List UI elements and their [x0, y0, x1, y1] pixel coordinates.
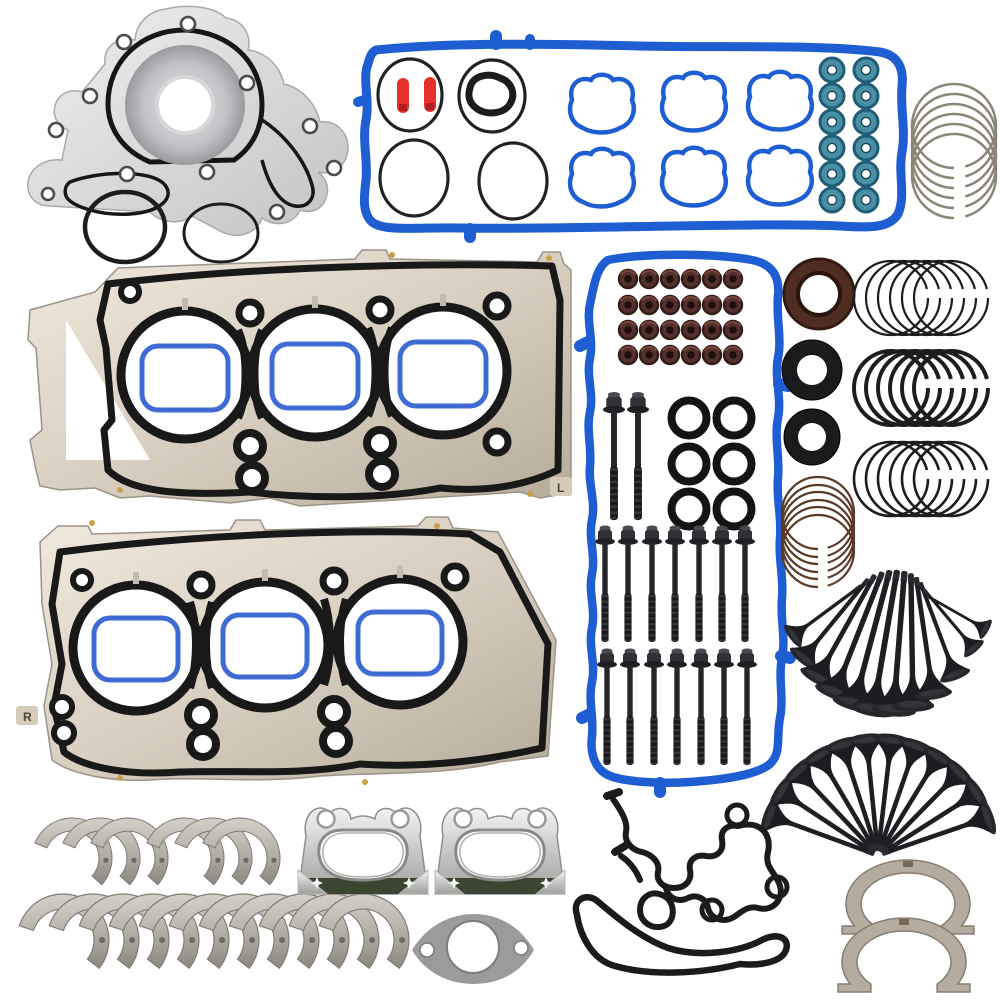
intake-port-gaskets: [567, 69, 815, 209]
alignment-dowels: [397, 77, 436, 113]
rivets: [117, 252, 552, 497]
head-gasket-left-marking: L: [557, 481, 564, 495]
shaft-seals-black: [781, 339, 843, 466]
bolt-holes: [40, 15, 343, 221]
camshaft-seal-brown: [782, 257, 856, 331]
piston-rings-grey: [910, 82, 998, 220]
cam-bore-o-rings: [376, 57, 549, 221]
oil-pan-rubber-gasket: [572, 894, 790, 976]
combustion-seal-rings: [139, 339, 489, 413]
oval-flange-gasket: [412, 914, 534, 984]
valve-cover-gasket-top: [353, 30, 908, 243]
water-pump-gasket: [27, 5, 349, 236]
crank-o-rings: [667, 396, 756, 531]
o-ring: [82, 189, 260, 265]
head-gasket-right: R: [16, 516, 557, 785]
head-gasket-left: L: [27, 249, 572, 507]
piston-rings-brown: [780, 475, 856, 589]
timing-cover-rubber-gasket: [603, 788, 790, 930]
piston-rings-black: [852, 259, 990, 518]
head-gasket-right-marking: R: [23, 710, 32, 724]
